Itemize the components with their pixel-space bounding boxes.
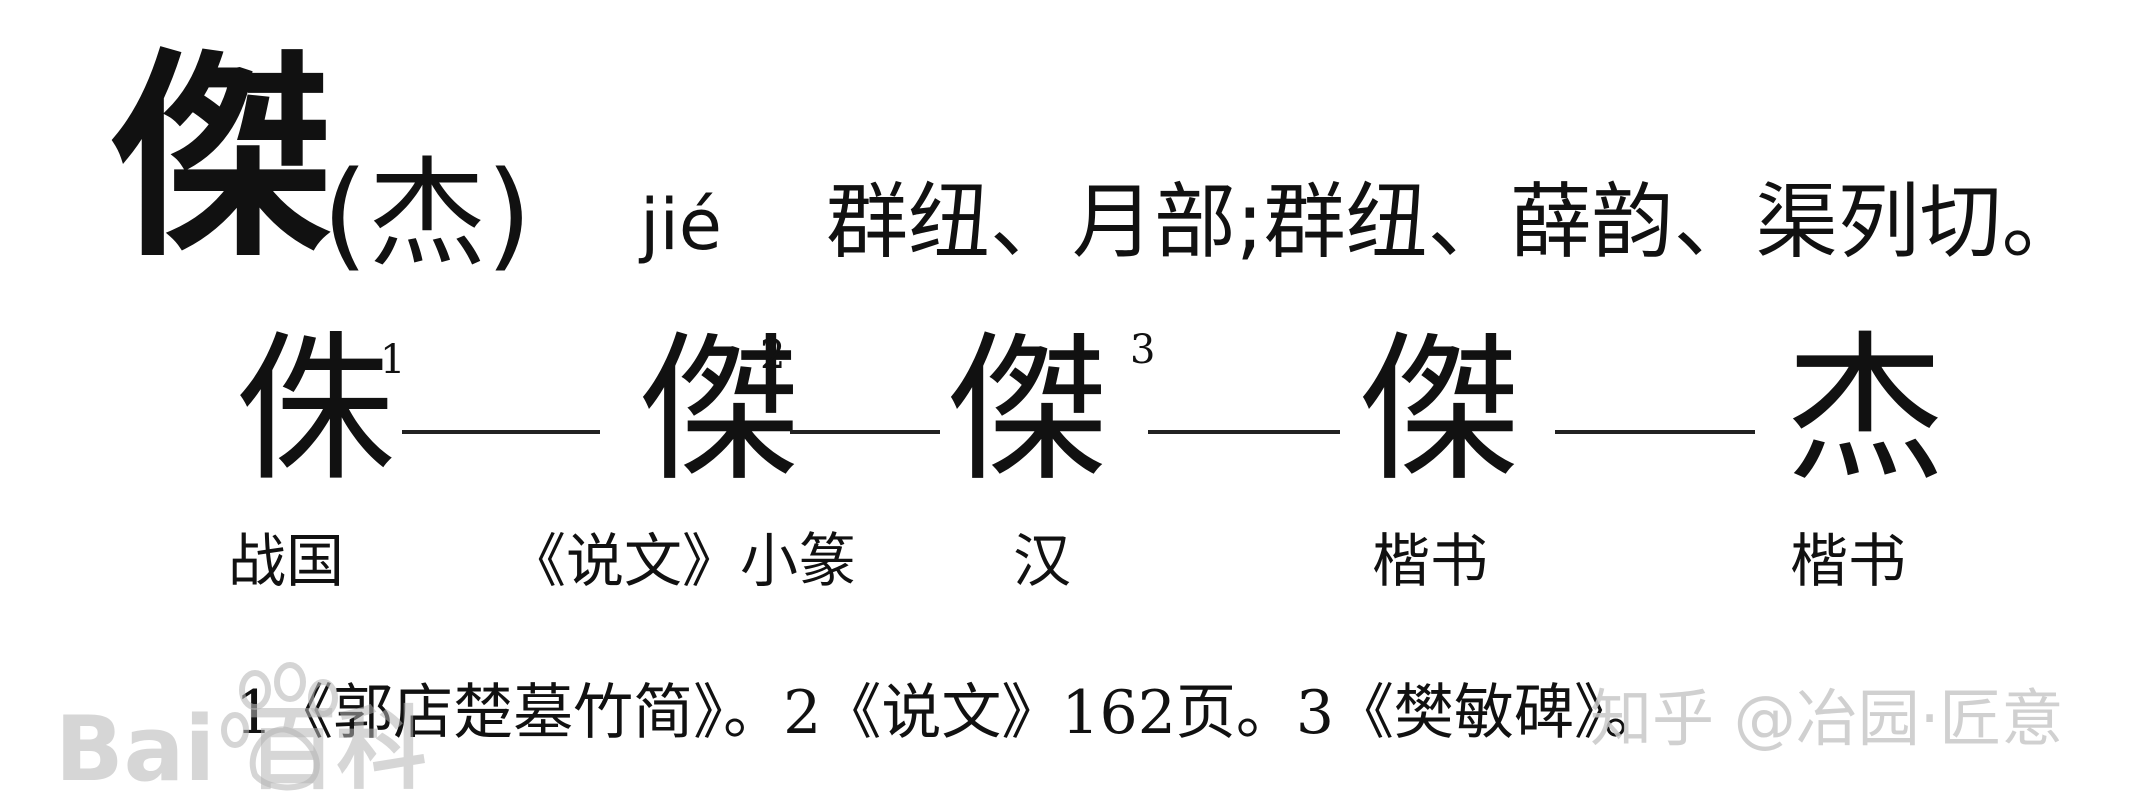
dash-3	[1148, 430, 1340, 434]
zhihu-watermark: 知乎 @冶园·匠意	[1590, 682, 2064, 755]
baidu-paw-icon	[221, 662, 338, 791]
evolution-label-4: 楷书	[1372, 527, 1489, 595]
headword-simplified: (杰)	[322, 145, 533, 283]
evolution-note-2: 2	[760, 332, 786, 378]
headword-pinyin: jié	[640, 184, 722, 266]
headword-fanqie: 群纽、月部;群纽、薛韵、渠列切。	[826, 175, 2084, 270]
evolution-glyph-2: 傑	[640, 316, 801, 503]
evolution-glyph-4: 傑	[1360, 316, 1521, 503]
source-footnote: 1《郭店楚墓竹简》。2《说文》162页。3《樊敏碑》。	[235, 678, 1665, 748]
evolution-glyph-3: 傑	[948, 316, 1109, 503]
dash-4	[1555, 430, 1755, 434]
dash-1	[402, 430, 600, 434]
evolution-glyph-5: 杰	[1785, 316, 1946, 503]
evolution-label-1: 战国	[228, 527, 345, 595]
evolution-label-3: 汉	[1013, 527, 1072, 595]
evolution-note-3: 3	[1130, 327, 1156, 373]
headword-traditional: 傑	[112, 30, 333, 286]
evolution-note-1: 1	[380, 337, 406, 383]
evolution-label-2: 《说文》小篆	[508, 527, 857, 595]
evolution-label-5: 楷书	[1790, 527, 1907, 595]
evolution-glyph-1: 侏	[235, 316, 396, 503]
dash-2	[790, 430, 940, 434]
baidu-watermark: Bai 百科	[55, 697, 427, 802]
